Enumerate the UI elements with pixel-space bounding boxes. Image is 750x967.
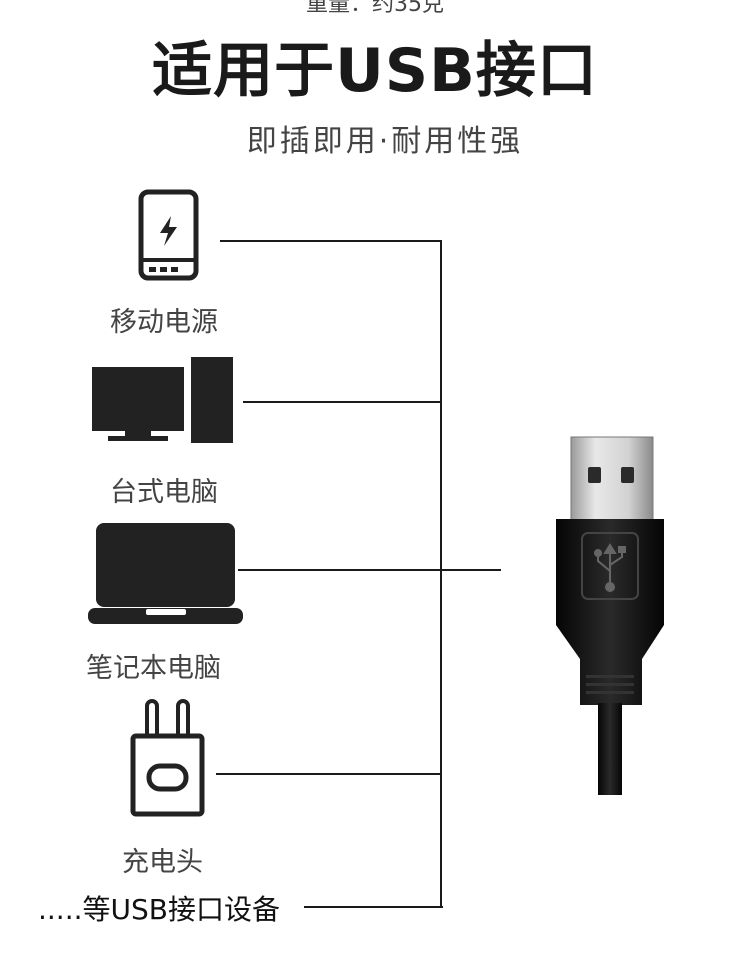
laptop-icon (88, 520, 243, 628)
connector-line-laptop (238, 569, 501, 571)
device-label-charger: 充电头 (122, 847, 203, 878)
charger-plug-icon (130, 698, 205, 818)
page-title: 适用于USB接口 (152, 36, 598, 106)
connector-line-desktop (243, 401, 442, 403)
connector-line-charger (216, 773, 442, 775)
device-label-laptop: 笔记本电脑 (86, 653, 221, 684)
connector-line-bottom (304, 906, 443, 908)
usb-a-connector-icon (548, 433, 672, 798)
usb-symbol-icon (594, 543, 626, 592)
connector-line-power-bank (220, 240, 442, 242)
device-label-desktop: 台式电脑 (110, 477, 218, 508)
desktop-computer-icon (90, 355, 235, 445)
top-cut-text: 重量：约35克 (306, 0, 444, 17)
power-bank-icon (136, 188, 202, 282)
more-devices-label: .....等USB接口设备 (38, 893, 280, 926)
connector-line-vertical (440, 240, 442, 908)
device-label-power-bank: 移动电源 (110, 307, 218, 338)
page-subtitle: 即插即用·耐用性强 (246, 124, 524, 159)
